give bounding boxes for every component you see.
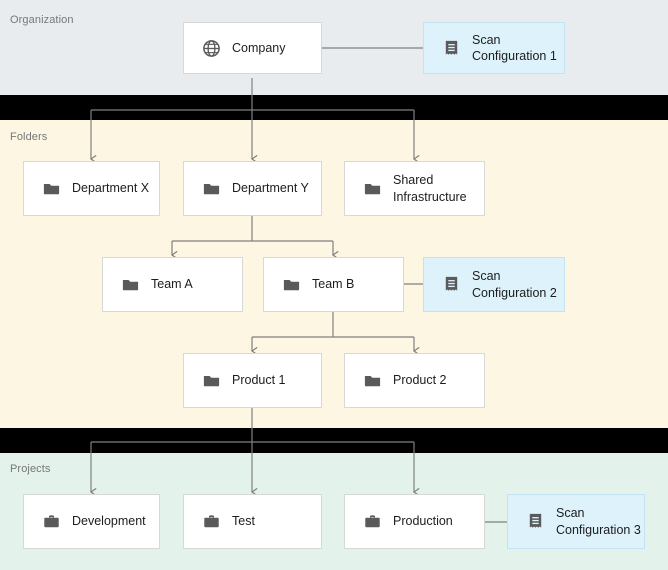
- band-label-organization: Organization: [10, 14, 74, 26]
- node-label: Team A: [151, 277, 193, 292]
- band-divider-folders-projects: [0, 428, 668, 453]
- node-label: Test: [232, 514, 255, 529]
- scan-config-icon: [445, 40, 458, 55]
- node-scan-configuration-1[interactable]: Scan Configuration 1: [423, 22, 565, 74]
- node-label: Development: [72, 514, 146, 529]
- node-product-2[interactable]: Product 2: [344, 353, 485, 408]
- folder-icon: [203, 183, 220, 195]
- briefcase-icon: [44, 515, 59, 528]
- briefcase-icon: [204, 515, 219, 528]
- node-product-1[interactable]: Product 1: [183, 353, 322, 408]
- scan-config-icon: [445, 276, 458, 291]
- node-label: Company: [232, 40, 286, 55]
- folder-icon: [283, 279, 300, 291]
- node-development[interactable]: Development: [23, 494, 160, 549]
- node-label: Production: [393, 514, 453, 529]
- node-scan-configuration-3[interactable]: Scan Configuration 3: [507, 494, 645, 549]
- node-production[interactable]: Production: [344, 494, 485, 549]
- folder-icon: [43, 183, 60, 195]
- node-label: Department Y: [232, 181, 309, 196]
- node-team-a[interactable]: Team A: [102, 257, 243, 312]
- node-scan-configuration-2[interactable]: Scan Configuration 2: [423, 257, 565, 312]
- band-label-projects: Projects: [10, 463, 51, 475]
- band-divider-org-folders: [0, 95, 668, 120]
- node-test[interactable]: Test: [183, 494, 322, 549]
- node-team-b[interactable]: Team B: [263, 257, 404, 312]
- node-label: Shared Infrastructure: [393, 173, 467, 204]
- node-label: Department X: [72, 181, 150, 196]
- folder-icon: [122, 279, 139, 291]
- node-label: Product 2: [393, 373, 447, 388]
- node-label: Product 1: [232, 373, 286, 388]
- node-label: Scan Configuration 2: [472, 269, 557, 300]
- band-organization: [0, 0, 668, 95]
- node-shared-infrastructure[interactable]: Shared Infrastructure: [344, 161, 485, 216]
- scan-config-icon: [529, 513, 542, 528]
- briefcase-icon: [365, 515, 380, 528]
- node-label: Team B: [312, 277, 355, 292]
- node-company[interactable]: Company: [183, 22, 322, 74]
- folder-icon: [203, 375, 220, 387]
- node-department-x[interactable]: Department X: [23, 161, 160, 216]
- folder-icon: [364, 183, 381, 195]
- folder-icon: [364, 375, 381, 387]
- node-label: Scan Configuration 1: [472, 32, 557, 64]
- band-label-folders: Folders: [10, 131, 48, 143]
- node-label: Scan Configuration 3: [556, 506, 641, 537]
- globe-icon: [203, 39, 220, 57]
- node-department-y[interactable]: Department Y: [183, 161, 322, 216]
